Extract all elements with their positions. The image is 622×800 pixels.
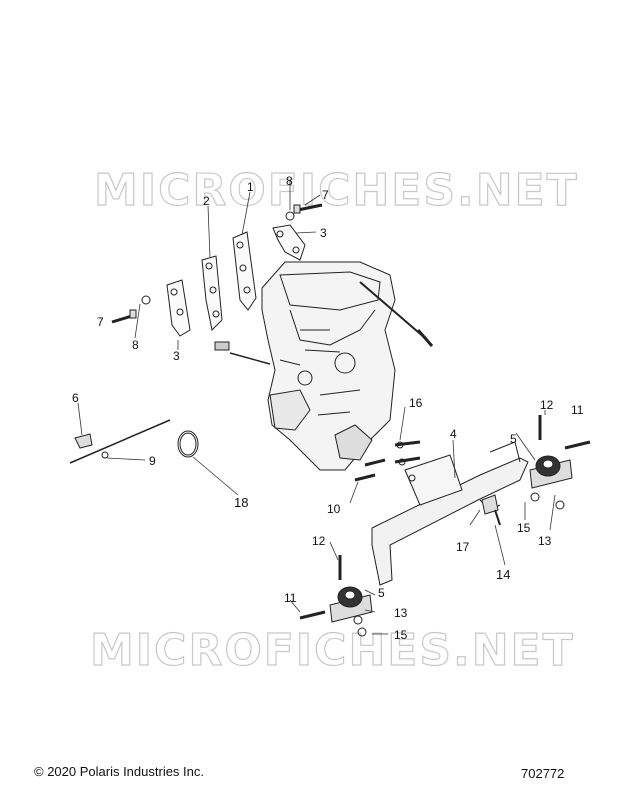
callout-3: 3 xyxy=(320,226,327,240)
callout-1: 1 xyxy=(247,180,254,194)
callout-13: 13 xyxy=(394,606,408,620)
callout-13: 13 xyxy=(538,534,552,548)
washer-13-right xyxy=(555,500,565,510)
oring-18 xyxy=(177,430,199,458)
engine-mount-5-right xyxy=(529,455,573,489)
callout-11: 11 xyxy=(284,591,297,605)
callout-16: 16 xyxy=(409,396,423,410)
bolt-7-upper xyxy=(293,203,323,214)
engine-mount-5-lower xyxy=(329,586,373,623)
callout-12: 12 xyxy=(540,398,554,412)
callout-11: 11 xyxy=(571,403,584,417)
callout-3: 3 xyxy=(173,349,180,363)
engine-bracket-3-left xyxy=(166,279,191,337)
nut-15-lower xyxy=(357,627,367,637)
bolt-11-lower xyxy=(299,610,326,620)
callout-8: 8 xyxy=(286,174,293,188)
callout-10: 10 xyxy=(327,502,341,516)
bolt-7-left xyxy=(111,309,137,324)
bolts-10-16 xyxy=(354,440,421,482)
callout-9: 9 xyxy=(149,454,156,468)
callout-6: 6 xyxy=(72,391,79,405)
figure-number: 702772 xyxy=(521,766,565,781)
engine-mount-frame-14 xyxy=(371,441,529,586)
callout-2: 2 xyxy=(203,194,210,208)
engine-bracket-1 xyxy=(232,231,257,311)
washer-8-upper xyxy=(285,211,295,221)
callout-8: 8 xyxy=(132,338,139,352)
callout-17: 17 xyxy=(456,540,470,554)
nut-15-right xyxy=(530,492,540,502)
engine-bracket-2 xyxy=(201,255,223,332)
callout-15: 15 xyxy=(517,521,531,535)
clip-17 xyxy=(481,494,501,526)
callout-5: 5 xyxy=(378,586,385,600)
watermark-bottom: MICROFICHES.NET xyxy=(89,624,575,676)
callout-7: 7 xyxy=(322,188,329,202)
callout-4: 4 xyxy=(450,427,457,441)
harness-strap xyxy=(69,419,171,464)
washer-13-lower xyxy=(353,615,363,625)
callout-15: 15 xyxy=(394,628,408,642)
engine-assembly xyxy=(214,261,434,471)
washer-8-left xyxy=(141,295,151,305)
copyright-text: © 2020 Polaris Industries Inc. xyxy=(34,764,204,779)
callout-7: 7 xyxy=(97,315,104,329)
watermark-top: MICROFICHES.NET xyxy=(93,164,579,216)
bolt-11-right xyxy=(564,440,591,450)
callout-18: 18 xyxy=(234,495,249,510)
leader-lines xyxy=(77,180,556,635)
callout-12: 12 xyxy=(312,534,326,548)
engine-bracket-3-right xyxy=(272,224,306,261)
callout-14: 14 xyxy=(496,567,511,582)
callout-5: 5 xyxy=(510,432,517,446)
